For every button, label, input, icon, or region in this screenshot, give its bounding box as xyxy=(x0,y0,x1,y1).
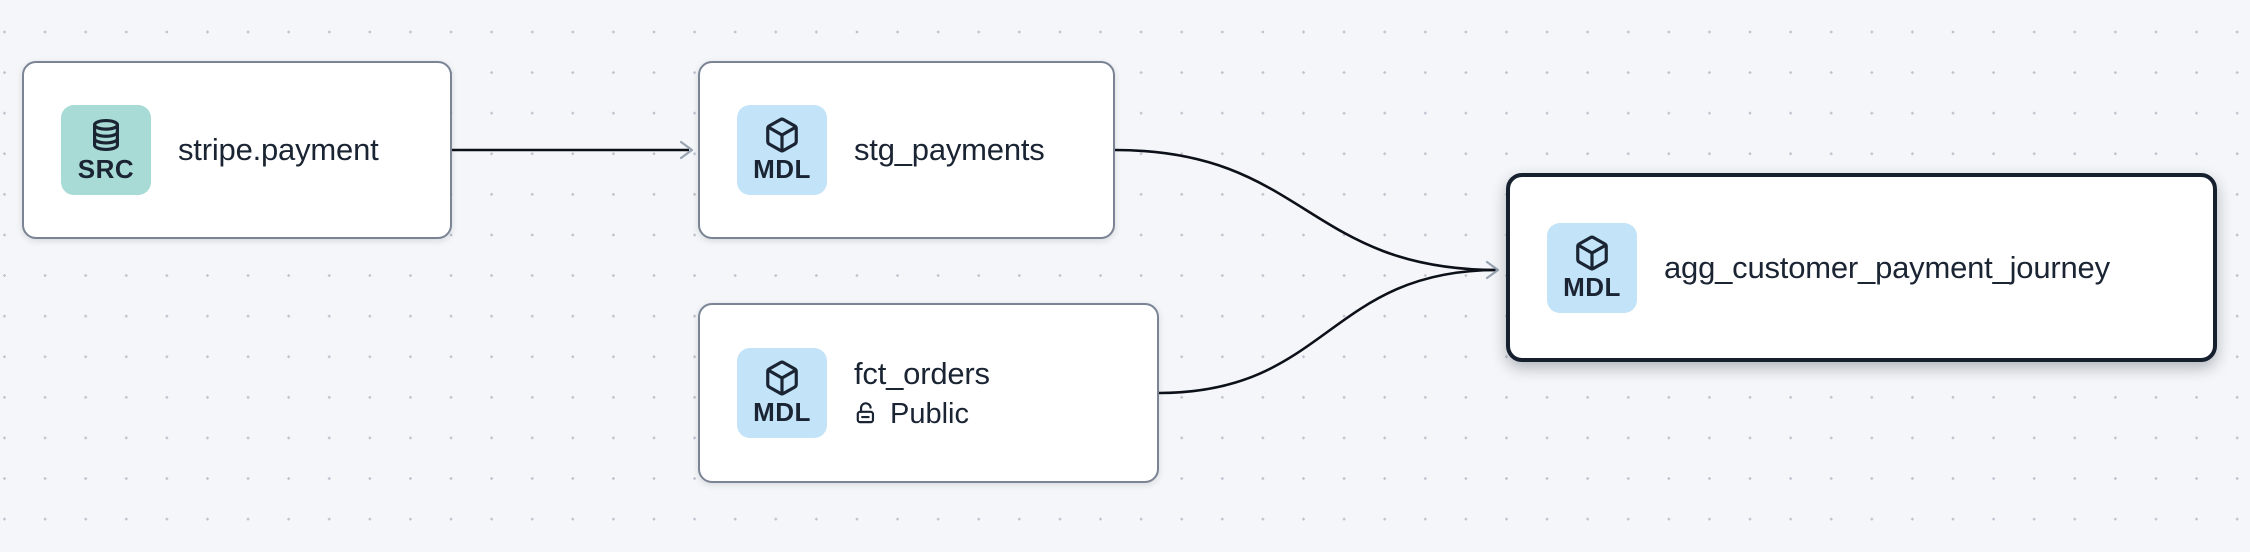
edge-fct-orders-to-agg-customer-payment-journey xyxy=(1158,268,1498,395)
node-agg-customer-payment-journey[interactable]: MDL agg_customer_payment_journey xyxy=(1506,173,2217,362)
node-label: stg_payments xyxy=(854,132,1045,168)
node-label: fct_orders xyxy=(854,355,990,391)
arrowhead-icon xyxy=(679,140,694,160)
model-badge: MDL xyxy=(737,105,827,195)
node-label: stripe.payment xyxy=(178,132,379,168)
model-badge: MDL xyxy=(737,348,827,438)
badge-label: MDL xyxy=(753,397,811,428)
source-badge: SRC xyxy=(61,105,151,195)
node-label: agg_customer_payment_journey xyxy=(1664,249,2110,285)
lock-open-icon xyxy=(856,402,875,424)
access-label: Public xyxy=(890,397,969,430)
model-badge: MDL xyxy=(1547,222,1637,313)
arrowhead-icon xyxy=(1485,260,1500,280)
cube-icon xyxy=(766,117,798,153)
access-badge: Public xyxy=(854,397,990,432)
cube-icon xyxy=(1576,235,1608,271)
badge-label: SRC xyxy=(77,154,135,185)
badge-label: MDL xyxy=(753,154,811,185)
node-fct-orders[interactable]: MDL fct_orders Public xyxy=(698,303,1159,483)
node-stripe-payment[interactable]: SRC stripe.payment xyxy=(22,61,452,239)
edge-stg-payments-to-agg-customer-payment-journey xyxy=(1114,148,1498,272)
badge-label: MDL xyxy=(1563,271,1621,302)
cube-icon xyxy=(766,360,798,396)
node-stg-payments[interactable]: MDL stg_payments xyxy=(698,61,1115,239)
database-icon xyxy=(93,119,119,152)
